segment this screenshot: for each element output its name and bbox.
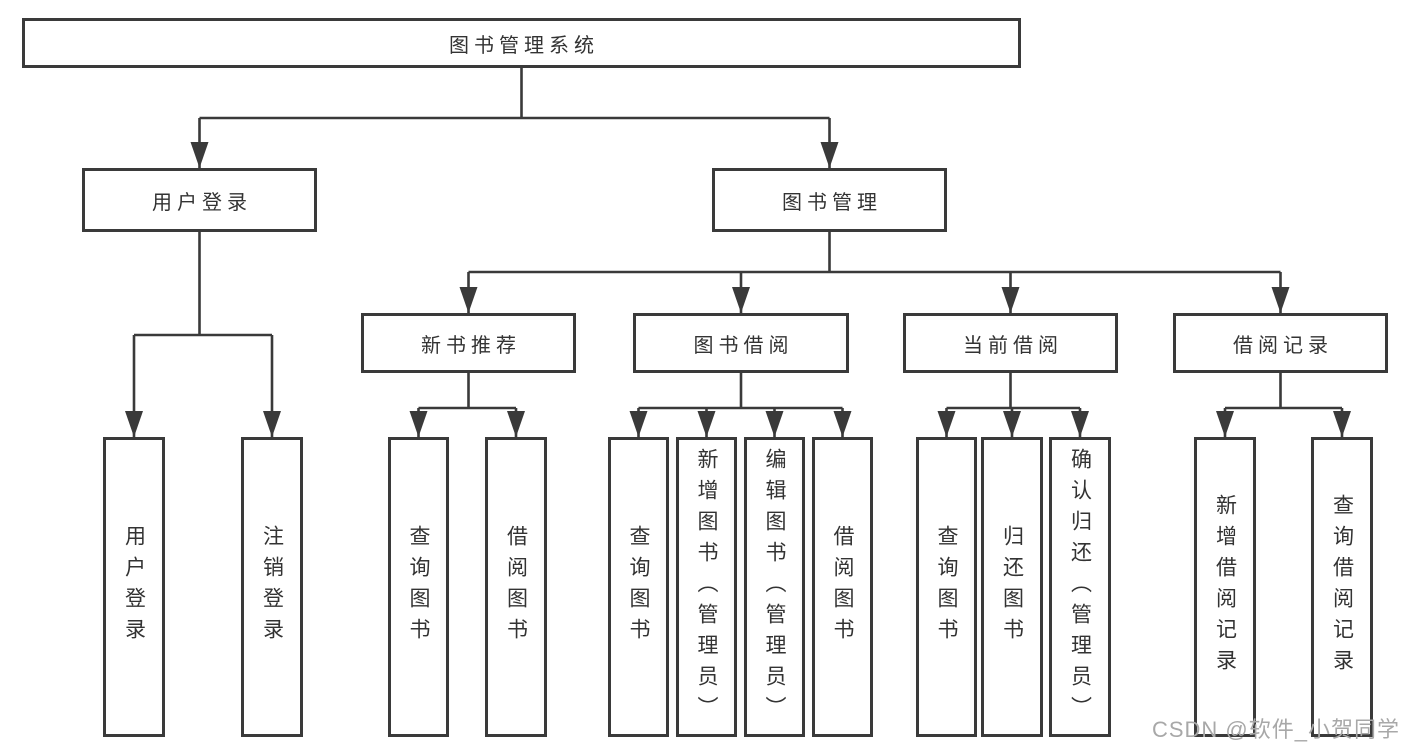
- leaf-borrow-edit-books-admin: 编辑图书（管理员）: [744, 437, 805, 737]
- node-label: 查询图书: [407, 525, 431, 649]
- node-label: 确认归还（管理员）: [1068, 447, 1092, 727]
- leaf-current-return-books: 归还图书: [981, 437, 1043, 737]
- node-label: 新增借阅记录: [1213, 494, 1237, 680]
- node-book-management: 图书管理: [712, 168, 947, 232]
- node-label: 用户登录: [122, 525, 146, 649]
- node-label: 归还图书: [1000, 525, 1024, 649]
- node-label: 查询借阅记录: [1330, 494, 1354, 680]
- node-current-borrow: 当前借阅: [903, 313, 1118, 373]
- watermark: CSDN @软件_小贺同学: [1151, 717, 1400, 742]
- leaf-borrow-borrow-books: 借阅图书: [812, 437, 873, 737]
- leaf-recommend-query-books: 查询图书: [388, 437, 449, 737]
- node-book-borrow: 图书借阅: [633, 313, 849, 373]
- node-label: 图书管理系统: [449, 34, 599, 57]
- node-label: 借阅图书: [504, 525, 528, 649]
- leaf-user-login: 用户登录: [103, 437, 165, 737]
- leaf-logout-login: 注销登录: [241, 437, 303, 737]
- arrowheads: [125, 142, 1351, 437]
- node-label: 查询图书: [627, 525, 651, 649]
- node-label: 新书推荐: [421, 334, 521, 357]
- leaf-current-query-books: 查询图书: [916, 437, 977, 737]
- leaf-records-query-record: 查询借阅记录: [1311, 437, 1373, 737]
- node-new-book-recommend: 新书推荐: [361, 313, 576, 373]
- node-library-management-system: 图书管理系统: [22, 18, 1021, 68]
- leaf-current-confirm-return-admin: 确认归还（管理员）: [1049, 437, 1111, 737]
- leaf-borrow-add-books-admin: 新增图书（管理员）: [676, 437, 737, 737]
- node-label: 图书管理: [782, 191, 882, 214]
- leaf-borrow-query-books: 查询图书: [608, 437, 669, 737]
- node-label: 注销登录: [260, 525, 284, 649]
- leaf-records-add-record: 新增借阅记录: [1194, 437, 1256, 737]
- node-label: 新增图书（管理员）: [695, 447, 719, 727]
- node-user-login: 用户登录: [82, 168, 317, 232]
- node-label: 查询图书: [935, 525, 959, 649]
- node-label: 借阅图书: [831, 525, 855, 649]
- node-label: 用户登录: [152, 191, 252, 214]
- node-borrow-records: 借阅记录: [1173, 313, 1388, 373]
- node-label: 当前借阅: [963, 334, 1063, 357]
- node-label: 编辑图书（管理员）: [763, 447, 787, 727]
- leaf-recommend-borrow-books: 借阅图书: [485, 437, 547, 737]
- node-label: 图书借阅: [693, 334, 794, 357]
- node-label: 借阅记录: [1233, 334, 1333, 357]
